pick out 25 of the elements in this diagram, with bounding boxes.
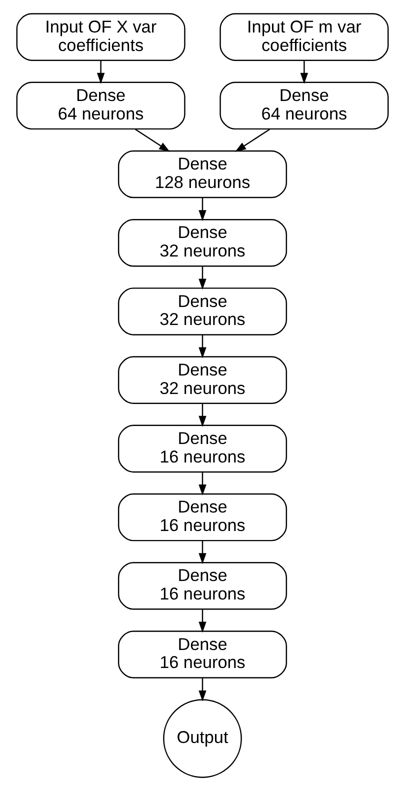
arrow <box>198 610 206 633</box>
arrow <box>235 128 270 152</box>
arrow <box>198 266 206 290</box>
node-box: Dense 16 neurons <box>118 493 288 542</box>
node-box: Dense 32 neurons <box>118 218 288 267</box>
arrow <box>134 128 170 152</box>
node-box: Dense 128 neurons <box>118 150 288 198</box>
node-box: Input OF X var coefficients <box>16 13 186 61</box>
node-box: Dense 32 neurons <box>118 288 288 336</box>
arrow <box>198 540 206 564</box>
node-box: Dense 64 neurons <box>16 82 186 130</box>
node-circle: Output <box>163 699 242 778</box>
node-box: Dense 16 neurons <box>118 562 288 610</box>
node-box: Input OF m var coefficients <box>220 13 389 61</box>
node-box: Dense 64 neurons <box>220 82 389 130</box>
arrow <box>96 60 105 84</box>
node-box: Dense 16 neurons <box>118 424 288 473</box>
arrow <box>198 404 206 427</box>
node-box: Dense 32 neurons <box>118 356 288 404</box>
arrow <box>198 678 206 702</box>
arrow <box>198 472 206 496</box>
arrow <box>198 335 206 358</box>
node-box: Dense 16 neurons <box>118 630 288 678</box>
arrow <box>198 198 206 222</box>
arrow <box>300 60 308 84</box>
